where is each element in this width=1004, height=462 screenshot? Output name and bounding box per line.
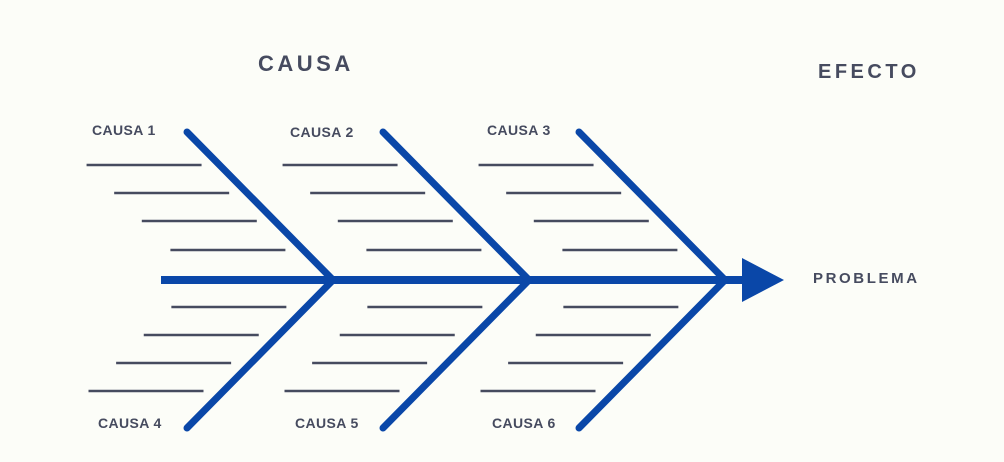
arrow-head — [742, 258, 784, 302]
lower-bone-1 — [183, 276, 337, 432]
cause-label-4: CAUSA 4 — [98, 415, 162, 431]
cause-label-3: CAUSA 3 — [487, 122, 551, 138]
cause-label-2: CAUSA 2 — [290, 124, 354, 140]
cause-label-6: CAUSA 6 — [492, 415, 556, 431]
upper-bone-2 — [379, 128, 533, 284]
upper-bone-3 — [575, 128, 729, 284]
causa-heading: CAUSA — [258, 51, 354, 76]
lower-bone-2 — [379, 276, 533, 432]
upper-bone-1 — [183, 128, 337, 284]
efecto-heading: EFECTO — [818, 61, 920, 83]
cause-label-5: CAUSA 5 — [295, 415, 359, 431]
problem-label: PROBLEMA — [813, 270, 920, 287]
cause-label-1: CAUSA 1 — [92, 122, 156, 138]
lower-bone-3 — [575, 276, 729, 432]
